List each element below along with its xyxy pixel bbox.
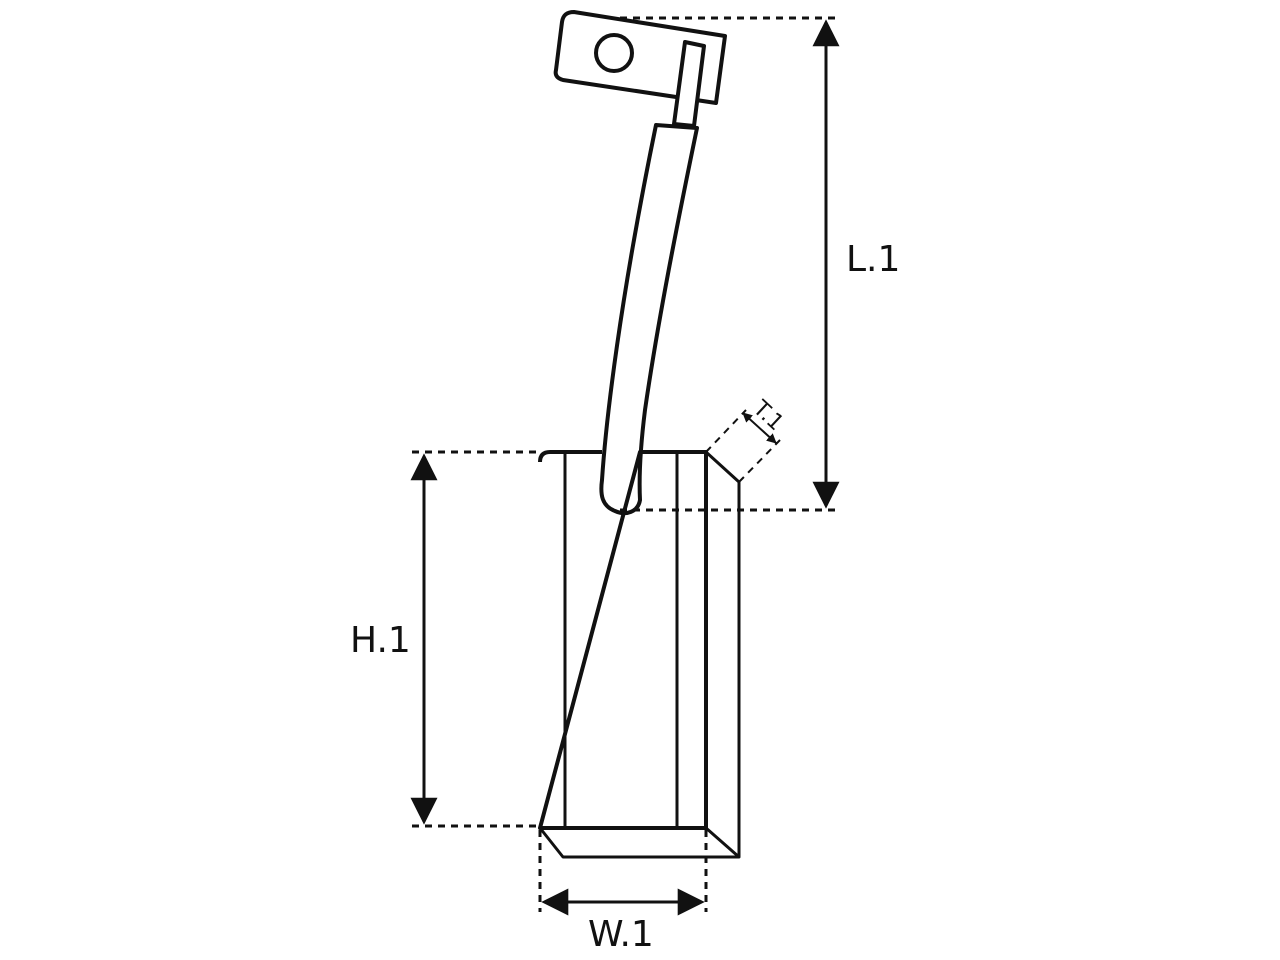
dimension-arrows: [410, 19, 840, 916]
ext-line-t1-b: [738, 439, 781, 483]
carbon-block: [538, 450, 741, 859]
label-w1: W.1: [588, 914, 654, 955]
ext-line-t1-a: [705, 409, 747, 453]
block-bottom-face: [538, 827, 739, 859]
label-t1: T.1: [747, 395, 788, 436]
t1-arrow: [742, 412, 777, 444]
shunt-wire: [599, 40, 706, 516]
extension-lines: [412, 16, 840, 912]
label-l1: L.1: [846, 239, 900, 280]
block-side-face: [704, 450, 741, 859]
wire-lead: [599, 123, 699, 516]
label-h1: H.1: [350, 620, 411, 661]
lug-hole: [594, 33, 634, 73]
